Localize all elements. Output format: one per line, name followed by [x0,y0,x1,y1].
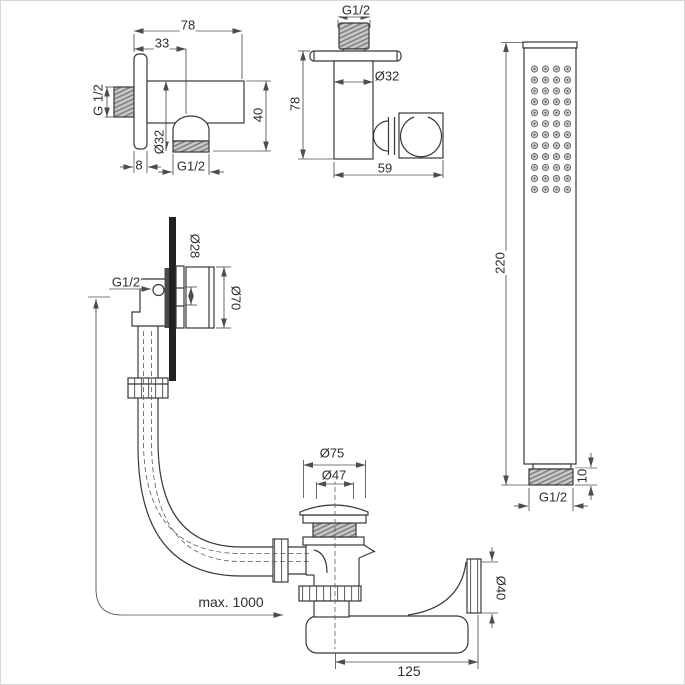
dim-label-elbow-depth: 40 [250,106,266,124]
dim-label-overflow-stem-diameter: Ø28 [187,232,203,260]
dim-label-elbow-inlet-thread: G 1/2 [90,83,106,117]
dim-label-elbow-outlet-diameter: Ø32 [151,128,167,156]
dim-label-waste-outlet-length: 125 [396,663,422,679]
dim-label-hose-length: max. 1000 [197,594,265,610]
dim-label-elbow-width: 78 [179,17,197,33]
dim-label-holder-diameter: Ø32 [373,68,401,84]
dim-label-waste-inner-diameter: Ø47 [320,467,348,483]
nozzle-grid [530,65,572,193]
dim-label-overflow-thread: G1/2 [110,274,142,290]
dim-label-overflow-knob-diameter: Ø70 [228,284,244,312]
dim-label-holder-height: 78 [287,95,303,113]
dim-label-shower-thread-length: 10 [574,467,590,485]
dim-label-elbow-outlet-thread: G1/2 [175,158,207,174]
dim-label-waste-outlet-diameter: Ø40 [493,574,509,602]
dim-label-waste-plug-diameter: Ø75 [318,445,346,461]
dim-label-holder-thread: G1/2 [340,2,372,18]
dim-label-holder-depth: 59 [376,160,394,176]
dim-label-elbow-offset: 33 [153,35,171,51]
dim-label-shower-thread: G1/2 [537,489,569,505]
dim-label-shower-length: 220 [492,251,508,275]
dim-label-elbow-plate-thickness: 8 [134,157,144,173]
